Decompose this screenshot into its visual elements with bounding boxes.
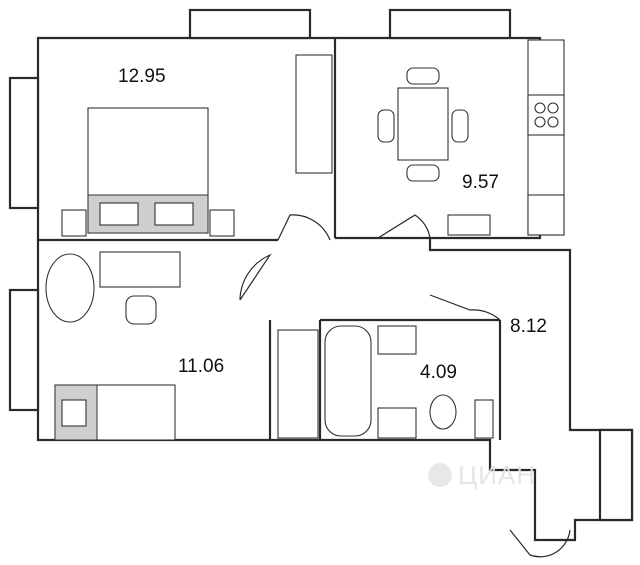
desk <box>99 251 181 288</box>
window-top-right <box>388 8 512 40</box>
stove <box>527 94 565 136</box>
room-furniture <box>45 251 181 441</box>
doors <box>239 214 571 558</box>
chair-right <box>451 109 469 143</box>
boiler <box>474 399 494 439</box>
area-label-bathroom: 4.09 <box>420 362 457 383</box>
window-right <box>598 428 634 522</box>
window-left-bottom <box>8 288 40 412</box>
window-left-top <box>8 76 40 210</box>
toilet <box>429 394 457 430</box>
nightstand-left <box>61 209 87 237</box>
burner-icon <box>534 102 546 114</box>
bathroom-sink <box>377 407 417 439</box>
desk-chair <box>125 295 157 325</box>
single-bed-pillow <box>61 399 87 427</box>
cian-logo-icon <box>428 463 452 487</box>
radiator-room <box>277 329 319 439</box>
washing-machine <box>377 325 417 355</box>
nightstand-right <box>209 209 235 237</box>
burner-icon <box>534 116 546 128</box>
burner-icon <box>547 116 559 128</box>
area-label-kitchen: 9.57 <box>462 172 499 193</box>
area-label-hallway: 8.12 <box>510 316 547 337</box>
dining-table <box>397 87 449 161</box>
window-top-left <box>188 8 312 40</box>
cooktop <box>447 214 491 236</box>
bedroom-furniture <box>61 107 235 237</box>
bathtub <box>324 325 372 437</box>
watermark-text: ЦИАН <box>458 460 536 490</box>
interior-walls <box>38 38 502 440</box>
pillow-left <box>99 202 139 226</box>
watermark: ЦИАН <box>428 460 536 490</box>
area-label-bedroom: 12.95 <box>118 66 166 87</box>
chair-top <box>406 67 440 85</box>
kitchen-furniture <box>377 39 565 236</box>
radiators <box>277 54 333 439</box>
pillow-right <box>154 202 194 226</box>
area-label-room: 11.06 <box>178 356 224 377</box>
burner-icon <box>547 102 559 114</box>
kitchen-sink <box>527 194 565 236</box>
chair-bottom <box>406 164 440 182</box>
chair-left <box>377 109 395 143</box>
radiator-bedroom <box>295 54 333 174</box>
rug <box>45 253 95 323</box>
bathroom-furniture <box>324 325 494 439</box>
